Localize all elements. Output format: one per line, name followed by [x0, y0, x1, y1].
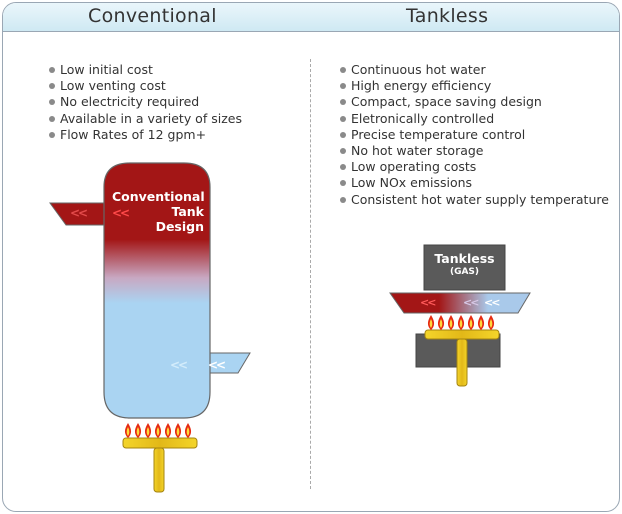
conventional-outlet-arrow-strong: <<: [112, 206, 130, 220]
bullet-icon: [340, 67, 346, 73]
tankless-unit-label: Tankless (GAS): [434, 251, 495, 278]
bullet-icon: [49, 115, 55, 122]
bullet-icon: [340, 180, 346, 187]
conventional-feature-list: Low initial cost Low venting cost No ele…: [49, 62, 242, 143]
list-item: Consistent hot water supply temperature: [340, 192, 609, 208]
list-item: Compact, space saving design: [340, 94, 609, 110]
conventional-inlet-arrow: <<: [208, 358, 226, 372]
tankless-heading: Tankless: [406, 5, 489, 27]
conventional-tank-illustration: [49, 162, 251, 493]
tankless-hot-arrow: <<: [420, 296, 437, 309]
list-item: Low operating costs: [340, 159, 609, 175]
tank-body: [103, 162, 211, 419]
list-item: Low venting cost: [49, 78, 242, 94]
bullet-icon: [49, 83, 55, 90]
bullet-icon: [340, 115, 346, 122]
bullet-icon: [340, 131, 346, 138]
column-divider: [310, 59, 311, 489]
header-bar: Conventional Tankless: [3, 3, 619, 32]
list-item: Low NOx emissions: [340, 175, 609, 191]
list-item: Continuous hot water: [340, 62, 609, 78]
conventional-heading: Conventional: [88, 5, 217, 27]
bullet-icon: [49, 67, 55, 73]
conventional-inlet-arrow-faint: <<: [170, 358, 188, 372]
conventional-tank-label: Conventional Tank Design: [112, 189, 205, 234]
bullet-icon: [49, 131, 55, 138]
list-item: Eletronically controlled: [340, 111, 609, 127]
bullet-icon: [340, 164, 346, 171]
tankless-unit-housing-top: [423, 244, 506, 291]
conventional-outlet-arrow: <<: [70, 206, 88, 220]
list-item: High energy efficiency: [340, 78, 609, 94]
bullet-icon: [340, 148, 346, 155]
list-item: Available in a variety of sizes: [49, 111, 242, 127]
tankless-cold-arrow: <<: [484, 296, 501, 309]
tankless-feature-list: Continuous hot water High energy efficie…: [340, 62, 609, 208]
tankless-unit-illustration: [389, 244, 531, 387]
list-item: No hot water storage: [340, 143, 609, 159]
burner-icon: [122, 423, 198, 493]
tankless-water-pipe: [389, 292, 531, 314]
flame-icon: [427, 315, 495, 330]
bullet-icon: [340, 83, 346, 90]
list-item: Flow Rates of 12 gpm+: [49, 127, 242, 143]
list-item: Low initial cost: [49, 62, 242, 78]
burner-icon: [424, 315, 500, 387]
tankless-cold-arrow-faint: <<: [463, 296, 480, 309]
list-item: No electricity required: [49, 94, 242, 110]
list-item: Precise temperature control: [340, 127, 609, 143]
flame-icon: [124, 423, 192, 438]
bullet-icon: [340, 196, 346, 203]
bullet-icon: [340, 99, 346, 106]
bullet-icon: [49, 99, 55, 106]
